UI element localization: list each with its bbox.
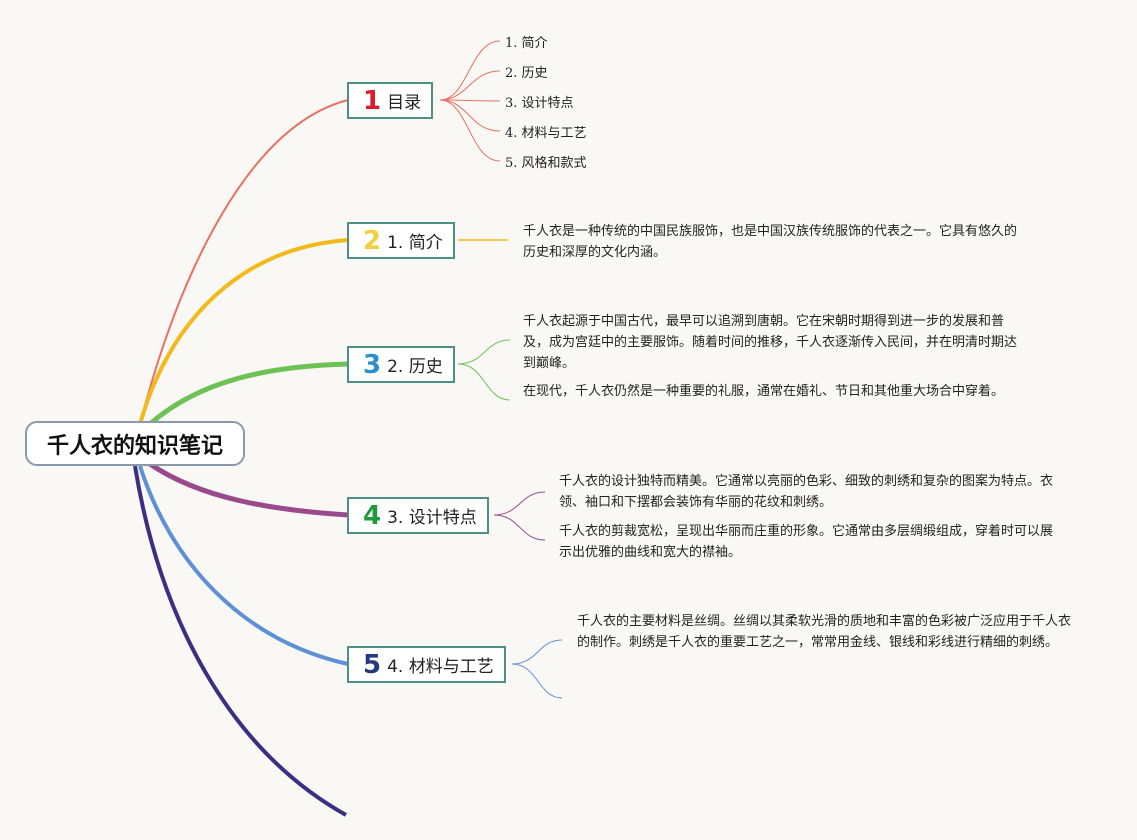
toc-connectors	[439, 40, 501, 162]
history-connectors	[457, 339, 511, 401]
note-material[interactable]: 千人衣的主要材料是丝绸。丝绸以其柔软光滑的质地和丰富的色彩被广泛应用于千人衣的制…	[577, 614, 1072, 650]
note-design-cut[interactable]: 千人衣的剪裁宽松，呈现出华丽而庄重的形象。它通常由多层绸缎组成，穿着时可以展示出…	[559, 524, 1054, 560]
branch-design[interactable]: 4 3. 设计特点	[347, 497, 489, 534]
central-topic[interactable]: 千人衣的知识笔记	[25, 421, 245, 466]
connector-branch-3	[148, 361, 349, 426]
design-connectors	[493, 491, 546, 541]
branch-label: 2. 历史	[387, 357, 443, 377]
badge-number-4: 4	[363, 500, 382, 531]
toc-item[interactable]: 5. 风格和款式	[505, 156, 587, 171]
branch-label: 目录	[387, 93, 422, 113]
note-history-origin[interactable]: 千人衣起源于中国古代，最早可以追溯到唐朝。它在宋朝时期得到进一步的发展和普及，成…	[523, 314, 1018, 371]
badge-number-3: 3	[363, 349, 382, 380]
badge-number-2: 2	[363, 225, 382, 256]
branch-material[interactable]: 5 4. 材料与工艺	[347, 646, 506, 683]
toc-item[interactable]: 4. 材料与工艺	[505, 126, 587, 141]
material-connectors	[511, 639, 563, 699]
branch-label: 4. 材料与工艺	[387, 657, 494, 677]
branch-history[interactable]: 3 2. 历史	[347, 346, 455, 383]
branch-label: 3. 设计特点	[387, 508, 477, 528]
connector-branch-extra	[133, 465, 347, 817]
toc-item[interactable]: 3. 设计特点	[505, 96, 574, 111]
branch-label: 1. 简介	[387, 233, 443, 253]
connector-branch-2	[138, 238, 349, 425]
connector-branch-4	[148, 461, 349, 518]
badge-number-5: 5	[363, 649, 382, 680]
toc-item[interactable]: 1. 简介	[505, 36, 548, 51]
note-intro[interactable]: 千人衣是一种传统的中国民族服饰，也是中国汉族传统服饰的代表之一。它具有悠久的历史…	[523, 224, 1018, 260]
branch-intro[interactable]: 2 1. 简介	[347, 222, 455, 259]
connector-branch-5	[138, 465, 349, 666]
branch-toc[interactable]: 1 目录	[347, 82, 434, 119]
note-design-features[interactable]: 千人衣的设计独特而精美。它通常以亮丽的色彩、细致的刺绣和复杂的图案为特点。衣领、…	[559, 474, 1054, 510]
badge-number-1: 1	[363, 85, 382, 116]
connector-branch-1	[139, 99, 349, 425]
toc-item[interactable]: 2. 历史	[505, 66, 548, 81]
note-history-modern[interactable]: 在现代，千人衣仍然是一种重要的礼服，通常在婚礼、节日和其他重大场合中穿着。	[523, 384, 1005, 399]
